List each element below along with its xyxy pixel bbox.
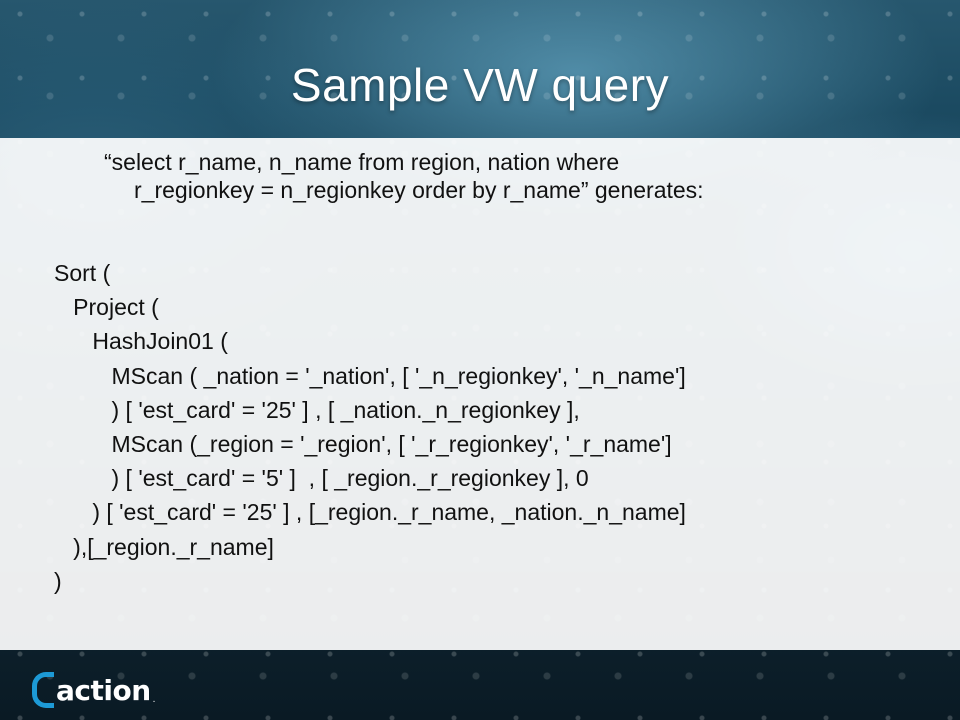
slide-title: Sample VW query [290, 59, 670, 111]
code-line: ) [ 'est_card' = '5' ] , [ _region._r_re… [54, 465, 589, 492]
code-line: ) [54, 567, 62, 594]
logo-text: action [56, 673, 151, 707]
logo-trademark: . [152, 693, 156, 705]
code-line: ) [ 'est_card' = '25' ] , [ _nation._n_r… [54, 396, 580, 423]
code-line: MScan (_region = '_region', [ '_r_region… [54, 431, 672, 458]
code-line: ) [ 'est_card' = '25' ] , [_region._r_na… [54, 499, 686, 526]
code-line: MScan ( _nation = '_nation', [ '_n_regio… [54, 362, 686, 389]
code-line: HashJoin01 ( [54, 328, 228, 355]
code-line: Project ( [54, 294, 159, 321]
intro-line-1: “select r_name, n_name from region, nati… [104, 149, 620, 175]
intro-line-2: r_regionkey = n_regionkey order by r_nam… [134, 177, 704, 203]
intro-text: “select r_name, n_name from region, nati… [104, 148, 904, 204]
action-logo: action . [32, 670, 155, 710]
code-line: Sort ( [54, 260, 111, 286]
query-plan-code: Sort ( Project ( HashJoin01 ( MScan ( _n… [54, 256, 686, 598]
logo-bracket-icon [32, 672, 54, 708]
code-line: ),[_region._r_name] [54, 533, 274, 560]
content-panel [0, 138, 960, 650]
